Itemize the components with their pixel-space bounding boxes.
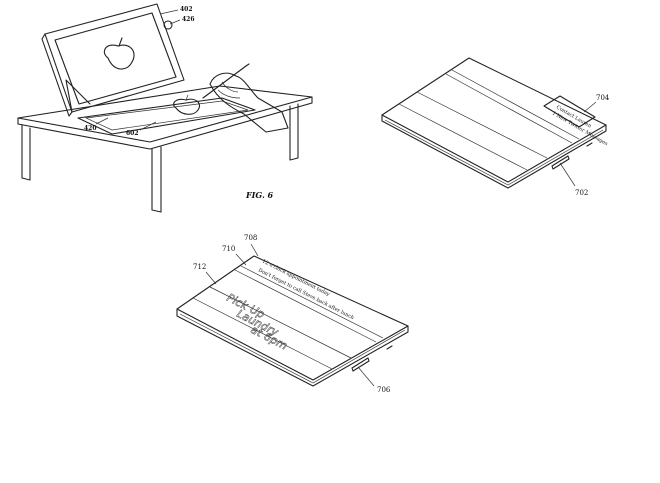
leader-704	[583, 101, 597, 113]
leader-402	[159, 9, 179, 15]
tablet-body	[44, 3, 185, 113]
tablet-side	[41, 33, 73, 117]
ref-label-704: 704	[596, 94, 610, 102]
leader-602	[139, 121, 157, 131]
table-top	[17, 85, 313, 143]
port-detail	[586, 142, 593, 147]
cover-segment-4	[451, 69, 580, 140]
port-slot	[551, 155, 570, 170]
table-leg-left	[21, 124, 31, 181]
hand	[209, 72, 289, 133]
tablet-button	[163, 20, 173, 30]
leader-710	[235, 253, 247, 266]
apple-stem-screen	[118, 37, 123, 47]
cover2-segment-2	[209, 286, 352, 359]
cover-segment-3	[445, 73, 573, 144]
stylus-tip	[245, 63, 250, 67]
cover-segment-1	[398, 103, 528, 171]
ref-label-702: 702	[575, 189, 588, 197]
cover2-edge-inner	[179, 313, 406, 384]
cover2-segment-1	[192, 297, 333, 370]
fig7b-illustration	[176, 243, 409, 387]
leader-708	[250, 243, 259, 257]
ref-label-706: 706	[377, 386, 391, 394]
cover2-port-slot	[351, 357, 370, 372]
stylus	[202, 65, 247, 99]
leader-702	[559, 162, 576, 187]
table-edge	[17, 96, 313, 150]
cover-edge	[381, 114, 607, 189]
ref-label-708: 708	[244, 234, 257, 242]
ref-label-426: 426	[182, 16, 195, 23]
leader-426	[169, 19, 181, 25]
ref-label-420: 420	[84, 125, 97, 132]
apple-drawing-screen	[103, 44, 135, 70]
leader-706	[357, 366, 375, 387]
notification-window	[543, 95, 596, 128]
tablet-screen	[54, 12, 177, 105]
cover-inner	[84, 100, 249, 131]
figure-caption: FIG. 6	[245, 190, 274, 200]
fig6-illustration	[17, 3, 313, 213]
apple-drawing-cover	[173, 98, 201, 115]
cover2-segment-3	[234, 269, 377, 343]
cover2-edge	[176, 308, 409, 387]
cover2-port-detail	[386, 345, 393, 350]
ref-label-402: 402	[180, 6, 193, 13]
cover-edge-inner	[384, 119, 604, 186]
cover2-segment-4	[240, 265, 384, 339]
table-leg-right	[289, 103, 299, 161]
note-call-steve: Don't forget to call Steve back after lu…	[257, 267, 355, 321]
table-leg-front	[151, 146, 162, 213]
ref-label-602: 602	[126, 130, 139, 137]
cover-fold	[65, 79, 91, 113]
cover-top-surface	[381, 57, 607, 183]
leader-712	[205, 271, 217, 285]
leader-420	[95, 117, 109, 125]
apple-stem-cover	[185, 94, 189, 101]
ref-label-710: 710	[222, 245, 235, 253]
fig7a-illustration	[381, 57, 607, 189]
ref-label-712: 712	[193, 263, 206, 271]
cover-segment-2	[416, 91, 548, 159]
